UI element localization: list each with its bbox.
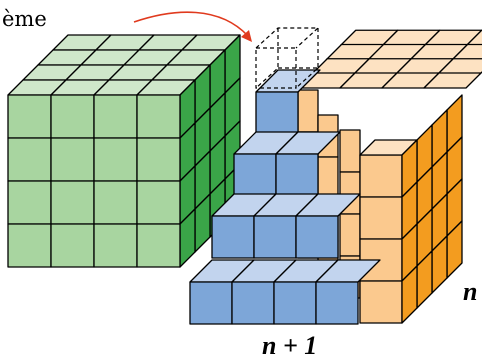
green-front-tile bbox=[93, 180, 138, 225]
blue-staircase bbox=[189, 69, 381, 325]
orange-front-tile bbox=[359, 154, 403, 198]
green-front-tile bbox=[7, 223, 52, 268]
green-front-tile bbox=[93, 94, 138, 139]
orange-side-tile bbox=[401, 265, 418, 324]
green-front-tile bbox=[50, 94, 95, 139]
orange-front-tile bbox=[359, 196, 403, 240]
green-front-tile bbox=[7, 94, 52, 139]
orange-top-tile bbox=[466, 29, 482, 46]
green-front-tile bbox=[136, 94, 181, 139]
orange-step-face bbox=[317, 156, 339, 200]
blue-front-tile bbox=[275, 153, 319, 197]
orange-step-face bbox=[339, 213, 361, 257]
blue-front-tile bbox=[211, 215, 255, 259]
blue-front-tile bbox=[231, 281, 275, 325]
green-front-tile bbox=[136, 223, 181, 268]
green-front-tile bbox=[136, 137, 181, 182]
green-front-tile bbox=[93, 223, 138, 268]
green-front-tile bbox=[136, 180, 181, 225]
orange-step-face bbox=[297, 89, 319, 133]
orange-top-tile bbox=[423, 72, 482, 89]
curved-arrow-icon bbox=[133, 11, 249, 37]
width-label-n-plus-1: n + 1 bbox=[262, 331, 317, 360]
dashed-cube-icon bbox=[255, 27, 320, 89]
green-front-tile bbox=[93, 137, 138, 182]
blue-front-tile bbox=[233, 153, 277, 197]
green-front-tile bbox=[50, 223, 95, 268]
top-left-label-fragment: ème bbox=[2, 7, 47, 31]
green-front-tile bbox=[7, 180, 52, 225]
green-front-tile bbox=[50, 180, 95, 225]
blue-front-tile bbox=[315, 281, 359, 325]
green-front-tile bbox=[50, 137, 95, 182]
arrowhead bbox=[241, 30, 252, 42]
blue-front-tile bbox=[295, 215, 339, 259]
blue-front-tile bbox=[253, 215, 297, 259]
blue-front-tile bbox=[273, 281, 317, 325]
orange-front-tile bbox=[359, 280, 403, 324]
green-cube-block bbox=[7, 34, 241, 268]
orange-step-face bbox=[339, 129, 361, 173]
green-front-tile bbox=[7, 137, 52, 182]
depth-label-n: n bbox=[463, 277, 477, 306]
blue-front-tile bbox=[255, 91, 299, 135]
blue-front-tile bbox=[189, 281, 233, 325]
